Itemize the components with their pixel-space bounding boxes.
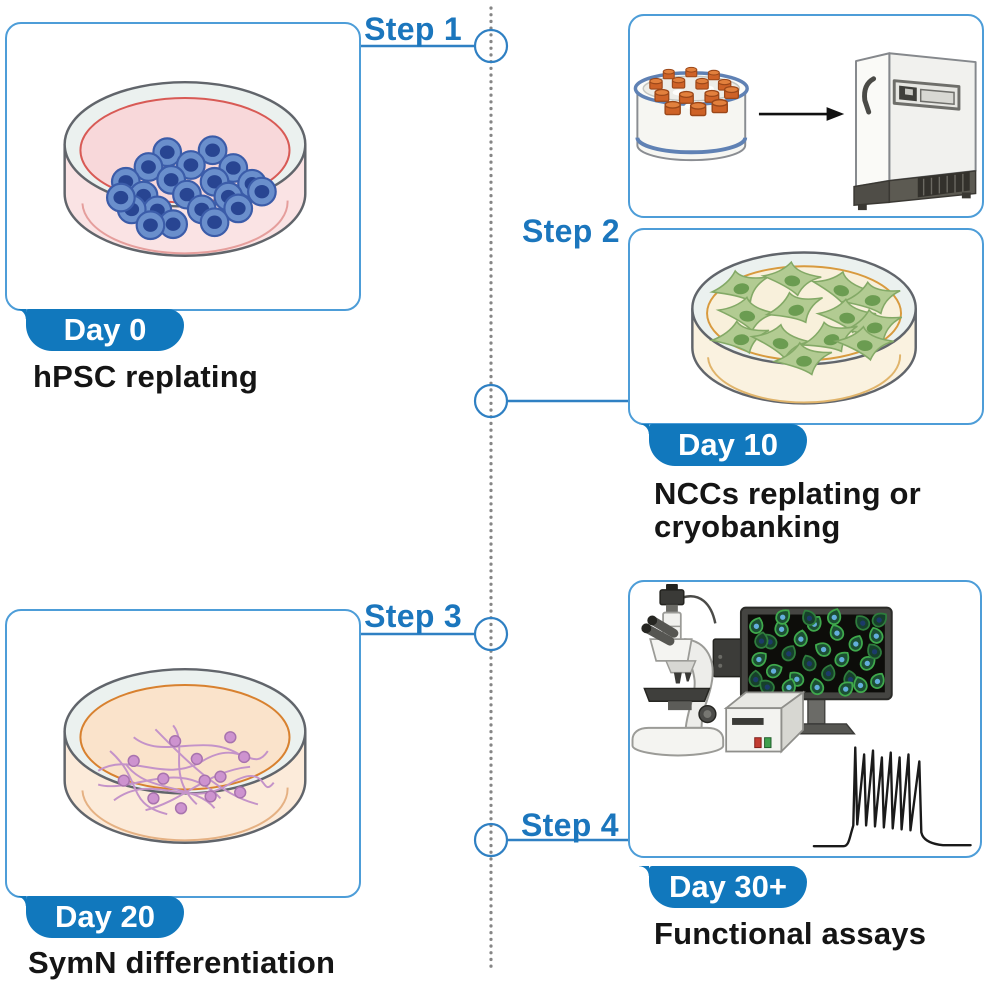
- patch-clamp-amplifier-icon: [723, 690, 806, 754]
- action-potential-trace: [812, 746, 972, 848]
- step-1-label: Step 1: [364, 11, 462, 47]
- petri-dish-ncc-illustration: [691, 251, 917, 405]
- petri-dish-hpsc-illustration: [63, 80, 307, 257]
- monitor-icon: [739, 605, 893, 735]
- caption-step2: NCCs replating or cryobanking: [654, 476, 921, 545]
- arrow-icon: [758, 107, 845, 121]
- day-badge-step2: Day 10: [639, 424, 807, 466]
- freezer-icon: [853, 52, 977, 211]
- petri-dish-symn: [63, 667, 307, 844]
- day-badge-step3: Day 20: [16, 896, 184, 938]
- step4-panel: [628, 580, 982, 858]
- timeline-node-step4: [473, 822, 509, 858]
- caption-step3: SymN differentiation: [28, 945, 336, 980]
- timeline-node-step3: [473, 616, 509, 652]
- camera-cable: [681, 595, 717, 624]
- step1-panel: [5, 22, 361, 311]
- timeline-node-step1: [473, 28, 509, 64]
- cryobanking-illustration: [633, 52, 977, 211]
- petri-dish-hpsc: [63, 80, 307, 257]
- cryovial-rack-icon: [633, 66, 749, 162]
- step-4-label: Step 4: [521, 807, 619, 843]
- eyepieces: [641, 615, 679, 646]
- step3-panel: [5, 609, 361, 898]
- step2-cryobank-panel: [628, 14, 984, 218]
- petri-dish-symn-illustration: [63, 667, 307, 844]
- freezer-handle: [862, 76, 877, 115]
- microscope-icon: [631, 583, 725, 757]
- day-badge-step1: Day 0: [16, 309, 184, 351]
- step-3-label: Step 3: [364, 598, 462, 634]
- freezer-control-panel: [892, 79, 961, 111]
- petri-dish-ncc: [691, 251, 917, 405]
- step-2-label: Step 2: [522, 213, 620, 249]
- caption-step1: hPSC replating: [33, 359, 258, 394]
- day-badge-step4: Day 30+: [639, 866, 807, 908]
- timeline-node-step2: [473, 383, 509, 419]
- caption-step4: Functional assays: [654, 916, 927, 951]
- step2-ncc-panel: [628, 228, 984, 425]
- functional-assays-illustration: [631, 583, 972, 848]
